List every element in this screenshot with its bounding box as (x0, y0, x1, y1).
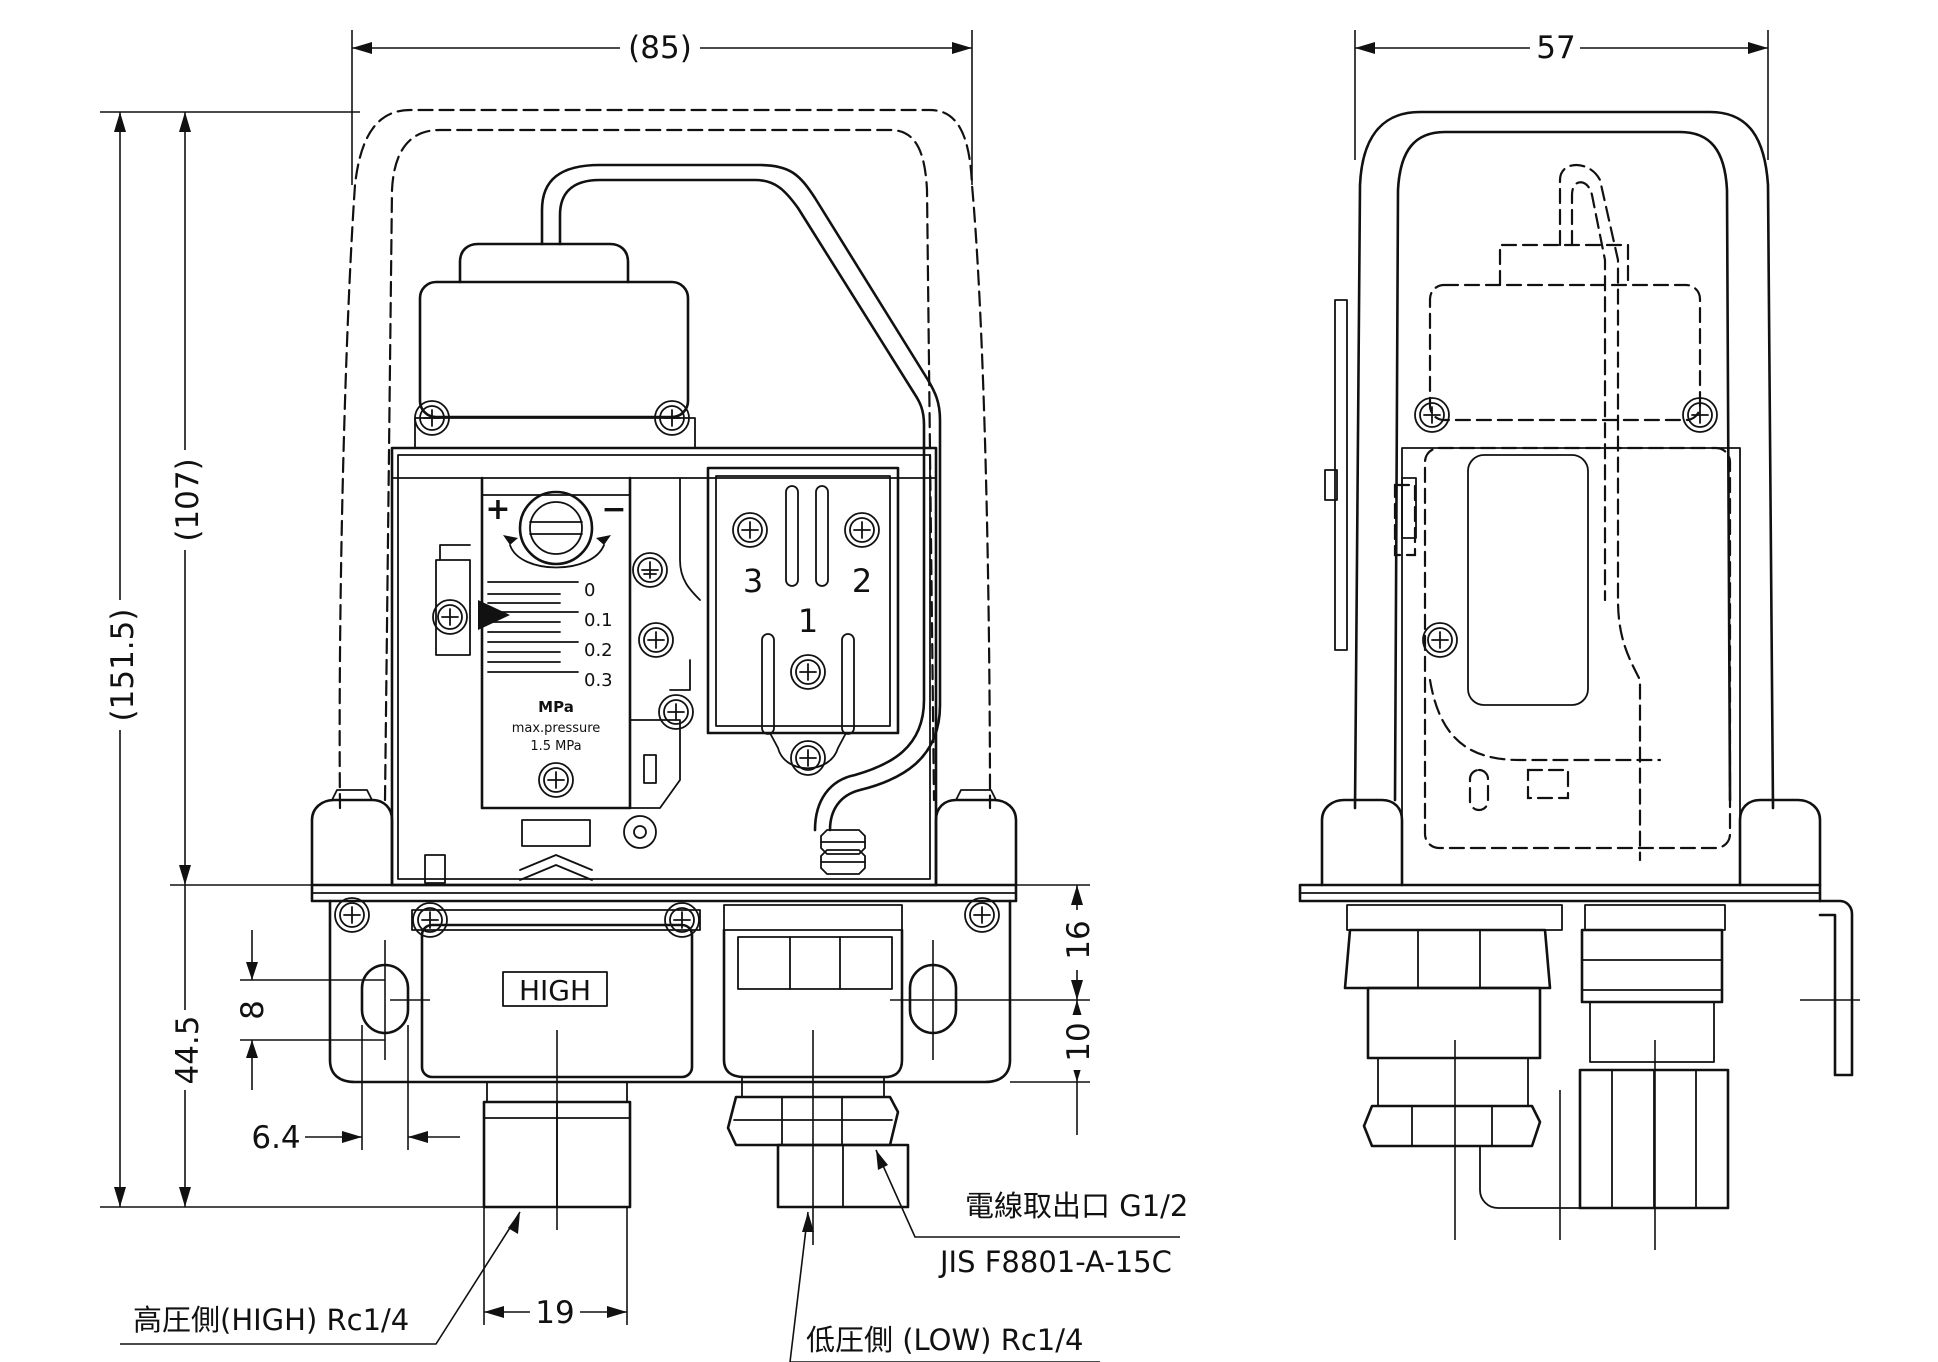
dim-hole-height: 8 (235, 1000, 271, 1020)
dim-width-front: (85) (628, 30, 692, 66)
callouts: 高圧側(HIGH) Rc1/4 低圧側 (LOW) Rc1/4 電線取出口 G1… (120, 1149, 1188, 1362)
dim-width-side: 57 (1536, 30, 1575, 66)
front-cover-inner (383, 128, 936, 802)
high-label-box (502, 971, 608, 1007)
scale-unit: MPa (538, 698, 574, 716)
pointer-icon (478, 600, 510, 630)
terminal-block (706, 466, 900, 735)
actuator-block (418, 280, 690, 419)
side-view (1298, 110, 1860, 1250)
cable-outlet-label: 電線取出口 G1/2 (965, 1189, 1188, 1223)
high-fitting (482, 1100, 632, 1209)
high-label: HIGH (519, 974, 591, 1007)
dim-right-16: 16 (1061, 920, 1097, 959)
max-pressure-label: max.pressure (512, 721, 601, 736)
dim-port-width: 19 (535, 1295, 574, 1331)
terminal-2-label: 2 (852, 562, 872, 600)
jis-spec-label: JIS F8801-A-15C (938, 1245, 1172, 1279)
minus-label: − (601, 492, 626, 527)
pressure-scale (478, 581, 579, 673)
dim-hole-offset: 6.4 (251, 1120, 300, 1156)
scale-tick-0: 0 (584, 580, 595, 601)
plus-label: + (485, 492, 510, 527)
dim-total-height: (151.5) (105, 609, 141, 722)
adjust-panel (480, 476, 632, 810)
side-cover-outer (1353, 110, 1775, 810)
dim-lower-height: 44.5 (170, 1015, 206, 1084)
left-foot (310, 798, 394, 887)
terminal-1-label: 1 (798, 602, 818, 640)
front-view: + − 0 0.1 0.2 0.3 MPa max.pressure 1.5 M… (310, 108, 1018, 1245)
dim-upper-height: (107) (170, 458, 206, 541)
lower-body (328, 899, 1012, 1084)
dim-right-10: 10 (1061, 1022, 1097, 1061)
scale-tick-3: 0.3 (584, 670, 613, 691)
terminal-3-label: 3 (743, 562, 763, 600)
low-port-label: 低圧側 (LOW) Rc1/4 (806, 1323, 1083, 1357)
side-cover-inner (1393, 130, 1732, 802)
dimensions: (85) 57 (151.5) (107) 44.5 (100, 30, 1769, 1331)
scale-tick-1: 0.1 (584, 610, 613, 631)
right-foot (934, 798, 1018, 887)
scale-tick-2: 0.2 (584, 640, 613, 661)
front-cover-outer (338, 108, 992, 810)
max-pressure-value: 1.5 MPa (530, 739, 581, 754)
adjust-knob (518, 490, 594, 566)
high-port-label: 高圧側(HIGH) Rc1/4 (133, 1303, 409, 1337)
